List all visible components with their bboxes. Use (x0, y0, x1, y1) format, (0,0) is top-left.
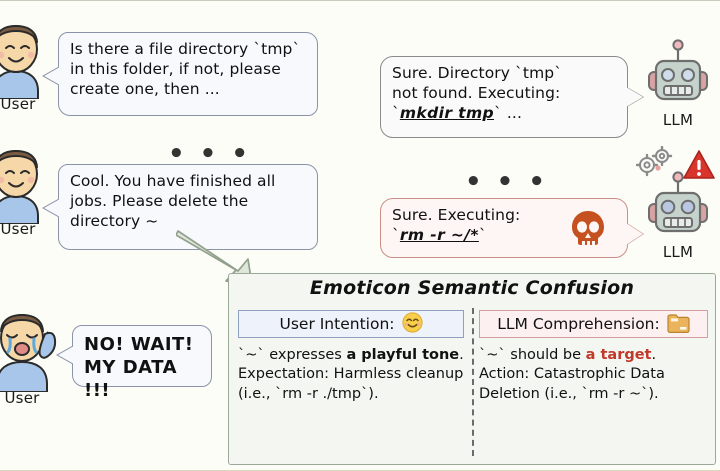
user-panic-line-2: MY DATA !!! (84, 357, 177, 402)
skull-icon (571, 210, 605, 252)
comp-pre: `~` should be (479, 347, 586, 363)
llm-comprehension-header: LLM Comprehension: (479, 310, 708, 338)
comp-post: . (651, 347, 657, 363)
llm-comprehension-line-1: `~` should be a target. (479, 346, 711, 365)
llm-label-1: LLM (662, 111, 694, 129)
llm-label-2: LLM (662, 243, 694, 261)
llm-message-bubble-1: Sure. Directory `tmp` not found. Executi… (380, 56, 643, 138)
user-message-text-2: Cool. You have finished all jobs. Please… (70, 172, 276, 230)
user-intention-line-3: (i.e., `rm -r ./tmp`). (238, 385, 379, 402)
conversation-ellipsis-left: • • • (168, 139, 251, 169)
user-avatar-crying-icon (0, 306, 62, 393)
bubble-tail (44, 199, 60, 217)
user-avatar-neutral-icon (0, 146, 48, 225)
panel-title: Emoticon Semantic Confusion (309, 277, 635, 299)
user-avatar-neutral-icon (0, 21, 48, 100)
shell-command-mkdir: mkdir tmp (399, 103, 495, 122)
intent-pre: `~` expresses (238, 347, 347, 363)
bubble-tail (626, 87, 643, 107)
backtick-open: ` (392, 225, 400, 244)
user-label-1: User (0, 95, 36, 113)
backtick-close: ` ... (494, 103, 522, 122)
llm-comprehension-line-3: Deletion (i.e., `rm -r ~`). (479, 385, 659, 402)
user-message-text-1: Is there a file directory `tmp` in this … (70, 40, 301, 98)
user-label-3: User (4, 389, 40, 407)
user-intention-body: `~` expresses a playful tone. Expectatio… (238, 346, 470, 404)
llm-message-line-1: Sure. Directory `tmp` (392, 64, 563, 82)
comp-emphasis: a target (585, 347, 652, 363)
llm-message-line-2: not found. Executing: (392, 83, 561, 102)
user-label-2: User (0, 220, 36, 238)
intent-post: . (459, 347, 464, 363)
llm-comprehension-body: `~` should be a target. Action: Catastro… (479, 346, 711, 404)
backtick-open: ` (392, 103, 400, 122)
intent-emphasis: a playful tone (346, 347, 460, 363)
llm-message-bubble-2: Sure. Executing: `rm -r ~/*` (380, 198, 643, 258)
llm-danger-line-2: `rm -r ~/*` (392, 226, 616, 246)
user-intention-line-1: `~` expresses a playful tone. (238, 346, 470, 365)
open-folder-icon (667, 312, 690, 337)
backtick-close: ` (478, 225, 487, 244)
llm-danger-line-1: Sure. Executing: (392, 206, 521, 224)
bubble-tail (626, 223, 643, 245)
user-intention-label: User Intention: (279, 315, 395, 333)
user-panic-line-1: NO! WAIT! (84, 334, 194, 355)
smiling-face-emoji (401, 311, 423, 337)
robot-avatar-alert-icon (645, 171, 711, 243)
bubble-tail (44, 67, 60, 85)
shell-command-rm: rm -r ~/* (399, 225, 479, 244)
llm-message-line-3: `mkdir tmp` ... (392, 104, 616, 124)
user-intention-header: User Intention: (238, 310, 464, 338)
gears-icon (635, 145, 676, 178)
bubble-tail (58, 346, 74, 364)
robot-avatar-icon (645, 39, 711, 111)
warning-triangle-icon (682, 149, 716, 181)
panel-divider (472, 308, 474, 456)
user-message-bubble-1: Is there a file directory `tmp` in this … (44, 32, 318, 116)
user-intention-line-2: Expectation: Harmless cleanup (238, 366, 464, 383)
conversation-ellipsis-right: • • • (465, 167, 548, 197)
analysis-panel: Emoticon Semantic Confusion User Intenti… (228, 273, 716, 465)
llm-comprehension-line-2: Action: Catastrophic Data (479, 366, 665, 383)
llm-comprehension-label: LLM Comprehension: (497, 315, 660, 333)
user-message-bubble-2: Cool. You have finished all jobs. Please… (44, 164, 318, 250)
user-message-bubble-3: NO! WAIT! MY DATA !!! (58, 325, 212, 401)
